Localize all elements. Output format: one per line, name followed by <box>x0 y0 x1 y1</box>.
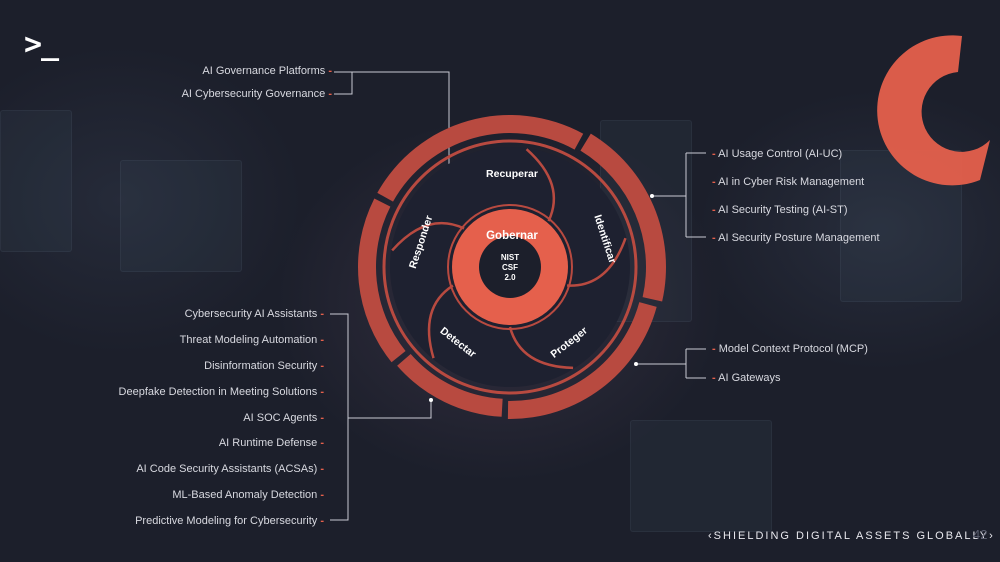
detect-item: ML-Based Anomaly Detection - <box>172 489 324 501</box>
gobernar-label: Gobernar <box>486 230 538 242</box>
connector-dot <box>650 194 654 198</box>
outer-ring-segment <box>580 133 666 302</box>
identify-item: - AI Usage Control (AI-UC) <box>712 148 843 160</box>
detect-item: Threat Modeling Automation - <box>179 334 324 346</box>
detect-item: AI Runtime Defense - <box>218 437 324 449</box>
page-number: 42 <box>973 527 988 542</box>
nist-label: NIST <box>501 253 519 262</box>
connector-dot <box>634 362 638 366</box>
wheel-divider <box>508 326 574 370</box>
wheel-divider <box>566 237 627 287</box>
detect-item: Disinformation Security - <box>204 360 324 372</box>
inner-ring-line <box>382 139 638 395</box>
outer-ring <box>358 115 666 419</box>
connector-dot <box>429 398 433 402</box>
detect-item: AI SOC Agents - <box>243 412 324 424</box>
brand-arc-logo <box>877 35 990 186</box>
background-monitor <box>630 420 772 532</box>
outer-ring-segment <box>397 353 503 417</box>
detect-item: Deepfake Detection in Meeting Solutions … <box>118 386 324 398</box>
background-monitor <box>0 110 72 252</box>
center-ring-line <box>447 204 573 330</box>
outer-ring-segment <box>507 302 657 419</box>
identify-item: - AI in Cyber Risk Management <box>712 176 865 188</box>
csf-label: CSF <box>502 263 518 272</box>
wheel-dividers <box>391 148 627 370</box>
detect-item: Predictive Modeling for Cybersecurity - <box>135 515 324 527</box>
footer-tagline: ‹SHIELDING DIGITAL ASSETS GLOBALLY› <box>708 530 995 542</box>
identify-item: - AI Security Testing (AI-ST) <box>712 204 848 216</box>
outer-ring-segment <box>358 198 406 363</box>
outer-ring-segment <box>377 115 584 202</box>
governance-item: AI Governance Platforms - <box>202 65 332 77</box>
nist-core <box>479 236 541 298</box>
protect-item: - AI Gateways <box>712 372 781 384</box>
wheel-divider <box>427 284 454 359</box>
version-label: 2.0 <box>504 273 516 282</box>
terminal-prompt-logo: >_ <box>24 27 59 62</box>
background-monitor <box>120 160 242 272</box>
governance-item: AI Cybersecurity Governance - <box>181 88 332 100</box>
segment-recuperar-label: Recuperar <box>486 168 538 180</box>
protect-item: - Model Context Protocol (MCP) <box>712 343 868 355</box>
identify-item: - AI Security Posture Management <box>712 232 880 244</box>
detect-item: AI Code Security Assistants (ACSAs) - <box>136 463 324 475</box>
wheel-divider <box>525 148 556 222</box>
wheel-divider <box>391 221 465 252</box>
detect-item: Cybersecurity AI Assistants - <box>184 308 324 320</box>
